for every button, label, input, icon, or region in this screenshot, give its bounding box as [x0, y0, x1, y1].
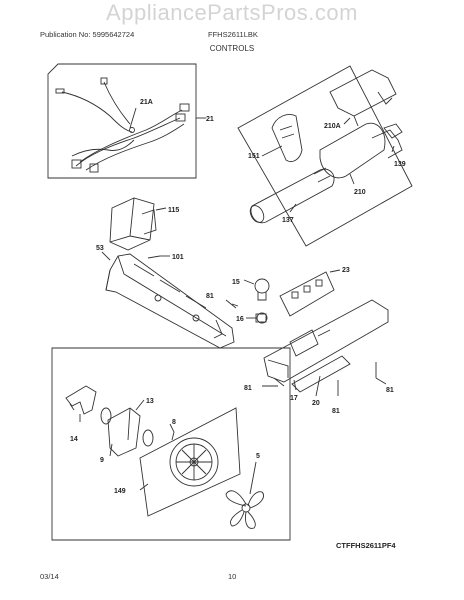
part-label-23: 23	[342, 267, 350, 274]
part-label-81-center: 81	[332, 408, 340, 415]
filter-assembly-drawing	[249, 69, 403, 224]
page-title: CONTROLS	[209, 44, 255, 53]
part-label-8: 8	[172, 419, 176, 426]
control-module-115	[109, 197, 157, 251]
filter-assembly-box	[237, 65, 413, 247]
part-label-151: 151	[248, 153, 260, 160]
part-label-15: 15	[232, 279, 240, 286]
fan-assembly-drawing	[65, 385, 264, 529]
part-label-5: 5	[256, 453, 260, 460]
part-label-9: 9	[100, 457, 104, 464]
part-label-16: 16	[236, 316, 244, 323]
lamp-socket-16	[255, 312, 268, 324]
watermark: AppliancePartsPros.com	[106, 0, 358, 25]
part-label-81-upper: 81	[206, 293, 214, 300]
model-number: FFHS2611LBK	[208, 30, 258, 39]
publication-number: Publication No: 5995642724	[40, 30, 135, 39]
lens-20	[291, 355, 351, 393]
footer-page-number: 10	[228, 572, 237, 581]
part-label-13: 13	[146, 398, 154, 405]
part-label-14: 14	[70, 436, 78, 443]
front-housing-17	[263, 299, 389, 383]
diagram-code: CTFFHS2611PF4	[336, 541, 396, 550]
part-label-53: 53	[96, 245, 104, 252]
control-board-23	[279, 271, 335, 317]
part-label-149: 149	[114, 488, 126, 495]
part-label-139: 139	[394, 161, 406, 168]
part-label-21: 21	[206, 116, 214, 123]
part-label-137: 137	[282, 217, 294, 224]
part-label-81-left: 81	[244, 385, 252, 392]
part-label-17: 17	[290, 395, 298, 402]
footer-date: 03/14	[40, 572, 59, 581]
part-label-115: 115	[168, 207, 179, 214]
part-label-210a: 210A	[324, 123, 341, 130]
part-label-81-right: 81	[386, 387, 394, 394]
wire-harness-drawing	[55, 77, 190, 173]
part-label-101: 101	[172, 254, 184, 261]
fan-assembly-box	[51, 347, 291, 541]
base-housing-53	[105, 253, 235, 349]
part-label-20: 20	[312, 400, 320, 407]
part-label-21a: 21A	[140, 99, 153, 106]
part-label-210: 210	[354, 189, 366, 196]
wire-harness-box	[47, 63, 197, 179]
lamp-15	[254, 278, 270, 301]
